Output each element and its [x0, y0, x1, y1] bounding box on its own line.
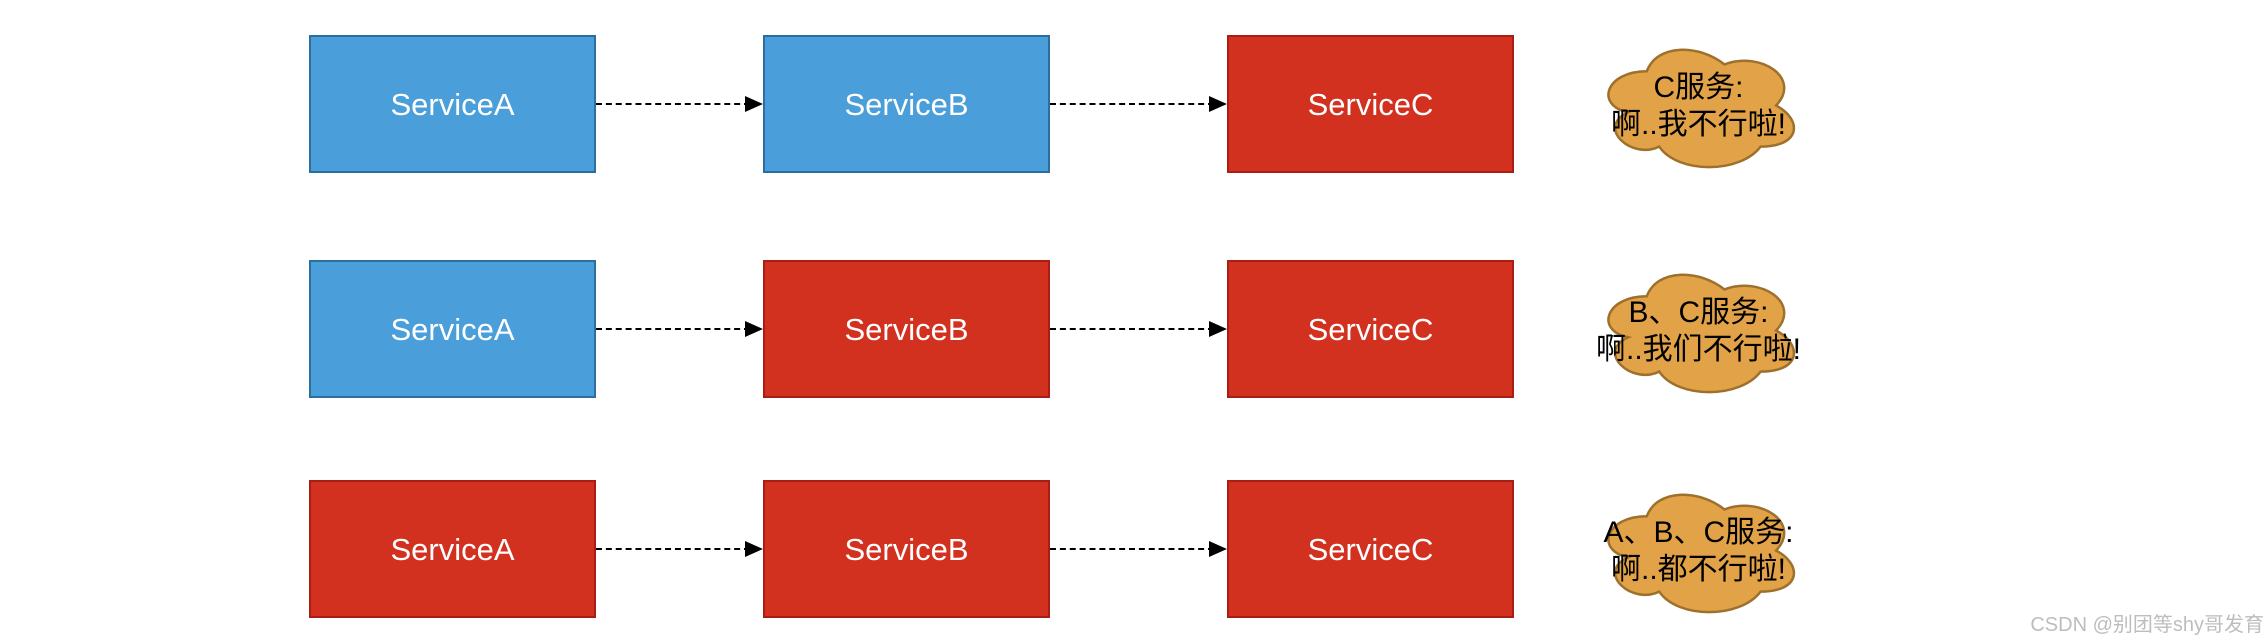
arrow-line	[1050, 327, 1214, 330]
service-box-r3-a: ServiceA	[309, 480, 596, 618]
service-box-r1-b: ServiceB	[763, 35, 1050, 173]
service-label: ServiceB	[844, 531, 969, 567]
service-label: ServiceB	[844, 311, 969, 347]
callout-line2: 啊..我不行啦!	[1610, 107, 1786, 141]
dashed-arrow-r2-bc	[1050, 321, 1227, 337]
arrow-line	[1050, 547, 1214, 550]
arrow-line	[596, 102, 750, 105]
service-label: ServiceA	[390, 531, 515, 567]
arrow-line	[596, 547, 750, 550]
callout-text: C服务: 啊..我不行啦!	[1539, 69, 1859, 143]
service-box-r2-b: ServiceB	[763, 260, 1050, 398]
service-label: ServiceC	[1307, 531, 1434, 567]
arrow-line	[596, 327, 750, 330]
callout-cloud-r1: C服务: 啊..我不行啦!	[1595, 37, 1802, 174]
callout-line1: B、C服务:	[1628, 295, 1769, 329]
arrow-line	[1050, 102, 1214, 105]
service-box-r3-b: ServiceB	[763, 480, 1050, 618]
service-label: ServiceC	[1307, 311, 1434, 347]
service-box-r2-c: ServiceC	[1227, 260, 1514, 398]
arrow-head-icon	[1209, 541, 1227, 557]
dashed-arrow-r2-ab	[596, 321, 763, 337]
dashed-arrow-r1-bc	[1050, 96, 1227, 112]
callout-line2: 啊..我们不行啦!	[1595, 332, 1801, 366]
cloud-icon	[1595, 37, 1802, 174]
service-box-r1-c: ServiceC	[1227, 35, 1514, 173]
arrow-head-icon	[1209, 96, 1227, 112]
arrow-head-icon	[745, 541, 763, 557]
arrow-head-icon	[745, 321, 763, 337]
arrow-head-icon	[1209, 321, 1227, 337]
callout-line1: C服务:	[1653, 70, 1744, 104]
dashed-arrow-r1-ab	[596, 96, 763, 112]
callout-line1: A、B、C服务:	[1603, 515, 1794, 549]
service-box-r1-a: ServiceA	[309, 35, 596, 173]
callout-line2: 啊..都不行啦!	[1610, 552, 1786, 586]
dashed-arrow-r3-ab	[596, 541, 763, 557]
arrow-head-icon	[745, 96, 763, 112]
service-box-r3-c: ServiceC	[1227, 480, 1514, 618]
dashed-arrow-r3-bc	[1050, 541, 1227, 557]
service-label: ServiceA	[390, 86, 515, 122]
service-box-r2-a: ServiceA	[309, 260, 596, 398]
cloud-icon	[1595, 262, 1802, 399]
service-label: ServiceC	[1307, 86, 1434, 122]
service-label: ServiceB	[844, 86, 969, 122]
callout-cloud-r2: B、C服务: 啊..我们不行啦!	[1595, 262, 1802, 399]
watermark-text: CSDN @别团等shy哥发育	[2030, 614, 2264, 636]
callout-text: A、B、C服务: 啊..都不行啦!	[1539, 514, 1859, 588]
callout-cloud-r3: A、B、C服务: 啊..都不行啦!	[1595, 482, 1802, 619]
service-label: ServiceA	[390, 311, 515, 347]
cloud-icon	[1595, 482, 1802, 619]
callout-text: B、C服务: 啊..我们不行啦!	[1539, 294, 1859, 368]
